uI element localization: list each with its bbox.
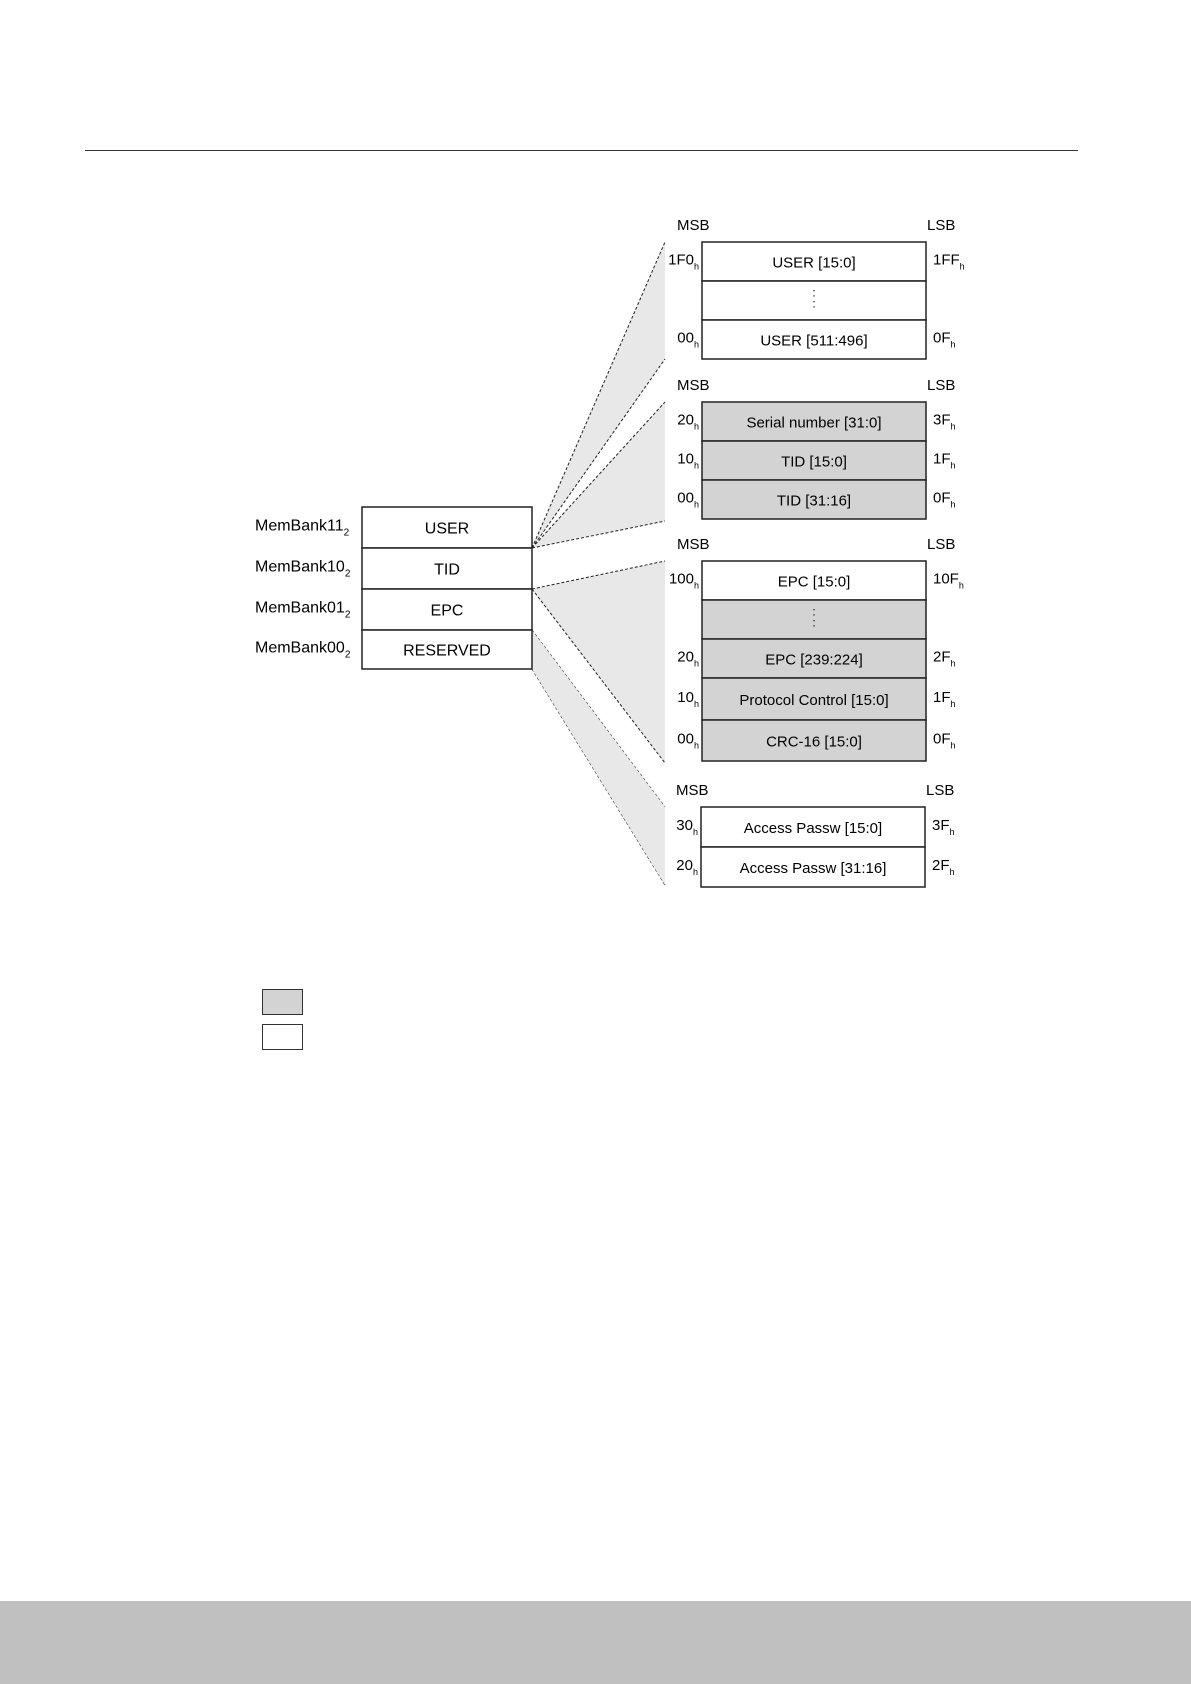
bank-name-user: USER	[425, 521, 469, 538]
msb-addr-user-2: 00h	[677, 330, 699, 350]
fan-reserved-body	[532, 630, 665, 885]
map-row-reserved-0	[700, 806, 926, 848]
lsb-header-reserved: LSB	[926, 782, 954, 799]
map-cell-epc-239-224: EPC [239:224]	[765, 652, 863, 669]
map-row-user-2	[701, 319, 927, 360]
map-row-user-0	[701, 241, 927, 282]
legend-shaded-swatch	[262, 989, 303, 1015]
msb-addr-tid-1: 10h	[677, 451, 699, 471]
map-cell-access-passw-31-16: Access Passw [31:16]	[740, 860, 887, 877]
map-row-epc-2	[701, 638, 927, 679]
map-row-tid-0	[701, 401, 927, 442]
lsb-header-epc: LSB	[927, 536, 955, 553]
msb-addr-reserved-1: 20h	[676, 857, 698, 877]
map-row-reserved-1	[700, 846, 926, 888]
msb-addr-epc-2: 20h	[677, 649, 699, 669]
msb-addr-epc-3: 10h	[677, 689, 699, 709]
lsb-header-user: LSB	[927, 217, 955, 234]
lsb-addr-reserved-0: 3Fh	[932, 817, 955, 837]
map-cell-tid-15-0: TID [15:0]	[781, 454, 847, 471]
lsb-addr-tid-2: 0Fh	[933, 490, 956, 510]
footer-band	[0, 1601, 1191, 1684]
map-ellipsis-2-user: :	[812, 297, 815, 311]
map-row-epc-4	[701, 719, 927, 762]
map-row-epc-0	[701, 560, 927, 601]
lsb-addr-epc-3: 1Fh	[933, 689, 956, 709]
lsb-header-tid: LSB	[927, 377, 955, 394]
lsb-addr-reserved-1: 2Fh	[932, 857, 955, 877]
fan-epc	[532, 561, 665, 763]
lsb-addr-tid-1: 1Fh	[933, 451, 956, 471]
lsb-addr-tid-0: 3Fh	[933, 412, 956, 432]
msb-header-user: MSB	[677, 217, 710, 234]
msb-addr-epc-0: 100h	[669, 571, 699, 591]
msb-addr-user-0: 1F0h	[668, 252, 699, 272]
map-cell-tid-31-16: TID [31:16]	[777, 493, 851, 510]
map-row-epc-3	[701, 677, 927, 721]
msb-header-tid: MSB	[677, 377, 710, 394]
bank-label-epc: MemBank012	[255, 600, 351, 621]
bank-label-tid: MemBank102	[255, 559, 351, 580]
bank-name-epc: EPC	[431, 603, 464, 620]
msb-header-reserved: MSB	[676, 782, 709, 799]
msb-addr-epc-4: 00h	[677, 731, 699, 751]
fan-edge-top-tid	[531, 401, 666, 549]
map-ellipsis-user: :	[812, 286, 815, 300]
bank-fan-connectors	[531, 241, 666, 886]
map-cell-serial-number-31-0: Serial number [31:0]	[746, 415, 881, 432]
lsb-addr-user-0: 1FFh	[933, 252, 965, 272]
bank-label-user: MemBank112	[255, 518, 350, 539]
map-row-tid-2	[701, 479, 927, 520]
legend-white-swatch	[262, 1024, 303, 1050]
msb-addr-tid-0: 20h	[677, 412, 699, 432]
map-row-user-1	[701, 280, 927, 321]
bank-label-reserved: MemBank002	[255, 640, 351, 661]
map-cell-user-511-496: USER [511:496]	[760, 333, 867, 350]
header-rule	[85, 150, 1078, 151]
fan-edge-top-epc	[531, 560, 666, 590]
map-row-tid-1	[701, 440, 927, 481]
bank-user	[361, 506, 533, 549]
map-ellipsis-epc: :	[812, 605, 815, 619]
lsb-addr-epc-2: 2Fh	[933, 649, 956, 669]
map-row-epc-1	[701, 599, 927, 640]
fan-edge-top-user	[531, 241, 666, 549]
lsb-addr-epc-0: 10Fh	[933, 571, 964, 591]
map-ellipsis-2-epc: :	[812, 616, 815, 630]
bank-name-tid: TID	[434, 562, 460, 579]
lsb-addr-epc-4: 0Fh	[933, 731, 956, 751]
msb-addr-tid-2: 00h	[677, 490, 699, 510]
fan-edge-bottom-epc	[531, 588, 666, 764]
map-cell-crc-16-15-0: CRC-16 [15:0]	[766, 734, 862, 751]
bank-name-reserved: RESERVED	[403, 643, 491, 660]
lsb-addr-user-2: 0Fh	[933, 330, 956, 350]
fan-tid	[532, 402, 665, 548]
msb-header-epc: MSB	[677, 536, 710, 553]
map-cell-protocol-control-15-0: Protocol Control [15:0]	[739, 692, 888, 709]
bank-reserved	[361, 629, 533, 670]
map-cell-access-passw-15-0: Access Passw [15:0]	[744, 820, 882, 837]
fan-edge-bottom-user	[531, 358, 666, 549]
msb-addr-reserved-0: 30h	[676, 817, 698, 837]
map-cell-epc-15-0: EPC [15:0]	[778, 574, 851, 591]
map-cell-user-15-0: USER [15:0]	[772, 255, 855, 272]
fan-edge-bottom-tid	[531, 520, 666, 549]
